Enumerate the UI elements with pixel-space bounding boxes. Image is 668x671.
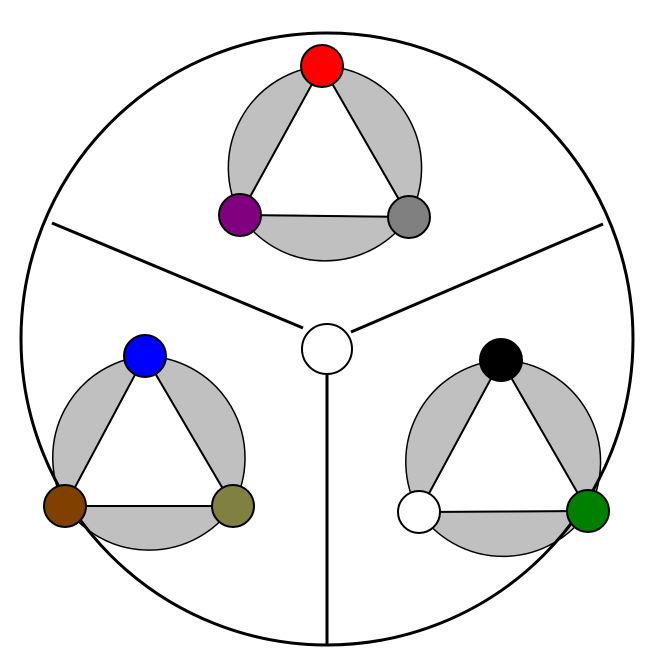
top-node-red [300,44,344,88]
top-segment-2 [238,214,411,262]
right-node-green [566,489,610,533]
top-node-gray [387,195,431,239]
right-node-white [397,490,441,534]
divider-layer [51,221,604,644]
top-segment-1 [320,65,423,219]
top-segment-3 [227,65,324,217]
top-triangle [238,63,411,219]
left-segment-3 [52,355,147,508]
left-node-blue [123,334,167,378]
center-node [301,323,353,375]
node-layer [43,44,610,534]
left-segment-1 [143,355,246,508]
left-triangle [63,353,235,507]
left-segment-2 [63,505,235,551]
right-node-black [479,338,523,382]
left-node-olive [211,484,255,528]
divider-line-right [350,222,604,334]
left-node-brown [43,484,87,528]
triangle-layer [63,63,590,514]
right-segment-3 [405,359,503,514]
top-node-purple [218,193,262,237]
outer-circle [19,31,635,647]
right-segment-1 [499,359,602,513]
divider-line-left [51,221,304,330]
right-triangle [417,357,590,514]
segment-layer [52,65,602,558]
